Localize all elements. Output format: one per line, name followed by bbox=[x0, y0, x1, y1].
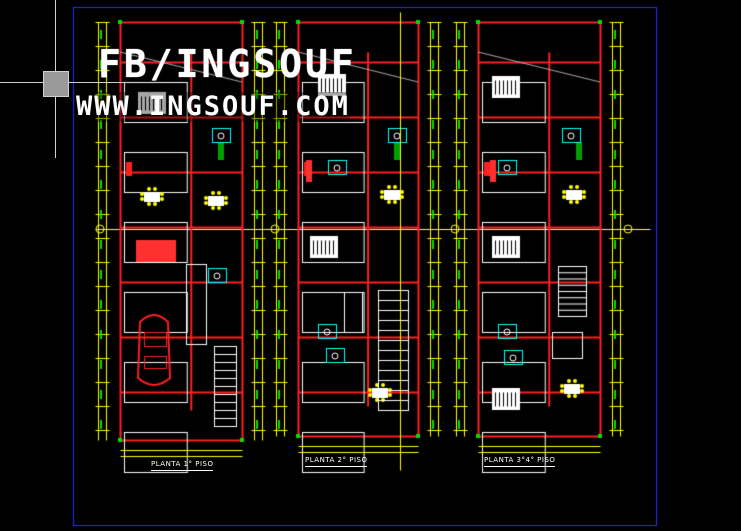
plan-title-floor2: PLANTA 2° PISO bbox=[305, 456, 368, 467]
plan-title-floor1: PLANTA 1° PISO bbox=[151, 460, 214, 471]
pickbox-icon bbox=[43, 71, 69, 97]
plan-title-floor3-4: PLANTA 3°4° PISO bbox=[484, 456, 556, 467]
